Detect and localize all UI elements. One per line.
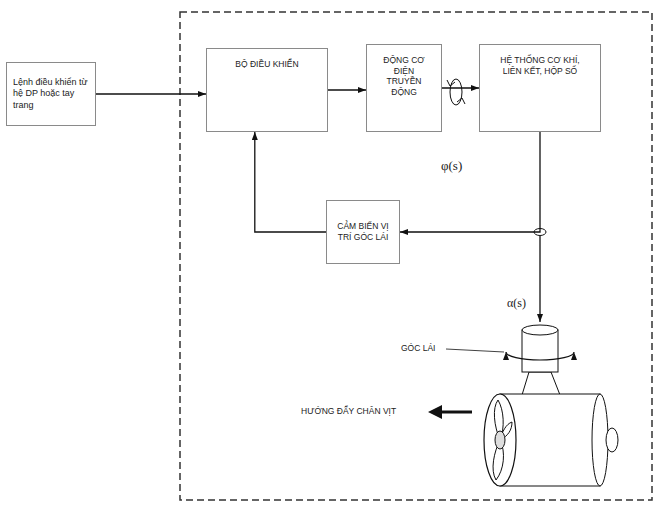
steering-rotation-arrow — [506, 352, 574, 360]
pod-strut — [522, 372, 560, 395]
process-box: CẢM BIẾN VỊ TRÍ GÓC LÁI — [326, 200, 400, 264]
steering-column — [522, 330, 558, 372]
column-top — [522, 325, 558, 335]
process-box: ĐỘNG CƠ ĐIỆN TRUYỀN ĐỘNG — [366, 44, 442, 132]
box-label: Lệnh điều khiển từ hệ DP hoặc tay trang — [13, 77, 89, 111]
rotation-arrow — [447, 80, 455, 86]
box-label: BỘ ĐIỀU KHIỂN — [217, 59, 317, 70]
propeller-hub — [495, 431, 505, 449]
box-label: CẢM BIẾN VỊ TRÍ GÓC LÁI — [333, 221, 393, 242]
thrust-arrow-head — [428, 405, 442, 419]
signal-label: GÓC LÁI — [400, 343, 436, 353]
signal-label: α(s) — [506, 296, 527, 311]
process-box: HỆ THỐNG CƠ KHÍ, LIÊN KẾT, HỘP SỐ — [479, 44, 601, 132]
process-box: Lệnh điều khiển từ hệ DP hoặc tay trang — [6, 62, 96, 126]
shaft-arrow — [539, 236, 540, 322]
signal-label: HƯỚNG ĐẨY CHÂN VỊT — [300, 406, 397, 416]
signal-connector — [255, 132, 326, 232]
rotation-symbol — [450, 79, 462, 105]
rear-hub — [606, 428, 618, 452]
signal-connector — [442, 87, 479, 88]
leader-line — [446, 349, 504, 352]
signal-label: φ(s) — [440, 158, 463, 174]
box-label: ĐỘNG CƠ ĐIỆN TRUYỀN ĐỘNG — [377, 55, 431, 98]
rotation-arrow — [457, 98, 465, 104]
signal-connector — [400, 132, 540, 232]
system-boundary — [180, 12, 652, 500]
box-label: HỆ THỐNG CƠ KHÍ, LIÊN KẾT, HỘP SỐ — [490, 55, 590, 76]
duct-opening — [484, 394, 516, 486]
process-box: BỘ ĐIỀU KHIỂN — [206, 48, 328, 132]
thrust-arrow-shaft — [440, 411, 472, 414]
signal-connector — [96, 93, 206, 94]
signal-connector — [328, 89, 366, 90]
